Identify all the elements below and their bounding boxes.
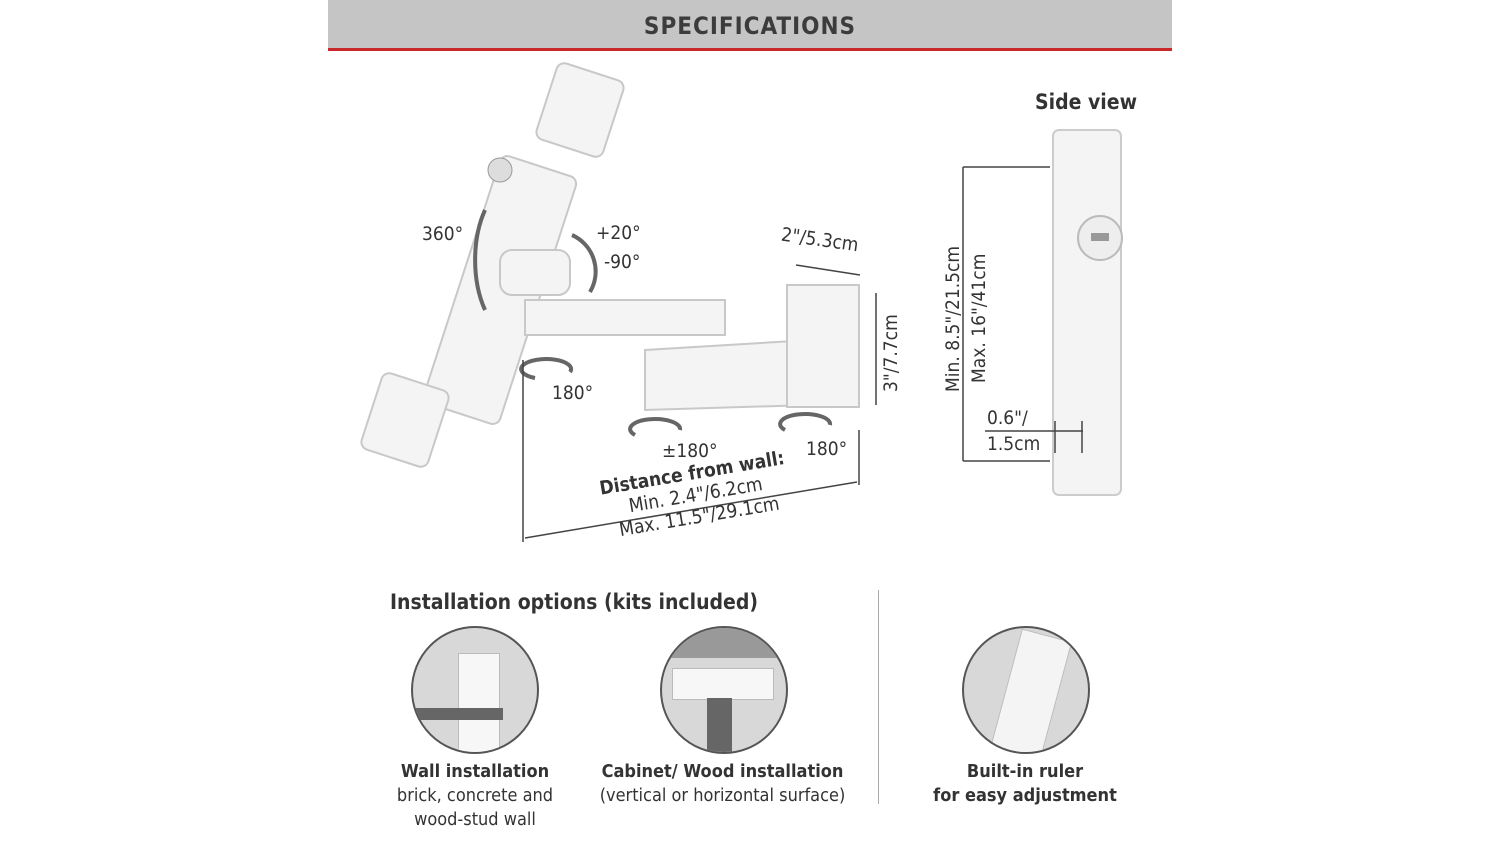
side-depth-line1: 0.6"/: [987, 407, 1028, 429]
upper-arm: [524, 299, 726, 336]
wall-installation-image: [411, 626, 539, 754]
swivel-arrow-icon: [519, 357, 574, 380]
side-view-illustration: [962, 129, 1123, 496]
lock-icon: [487, 157, 513, 183]
divider: [878, 590, 879, 804]
feature-line2: for easy adjustment: [933, 785, 1117, 806]
tilt-up-label: +20°: [596, 222, 641, 244]
option-title: Cabinet/ Wood installation: [601, 761, 844, 782]
swivel-left-label: 180°: [552, 382, 594, 404]
swivel-right-label: 180°: [806, 438, 848, 460]
mount-illustration: [360, 62, 877, 542]
swivel-middle-label: ±180°: [662, 440, 718, 462]
distance-dimension-line: [524, 481, 858, 539]
swivel-arrow-icon: [778, 412, 833, 432]
side-range-max: Max. 16"/41cm: [968, 253, 990, 383]
swivel-arrow-icon: [628, 417, 683, 437]
wall-plate: [786, 284, 860, 408]
wall-installation-caption: Wall installation brick, concrete and wo…: [375, 760, 575, 832]
option-line1: brick, concrete and: [396, 785, 554, 806]
side-range-min: Min. 8.5"/21.5cm: [942, 245, 964, 392]
option-title: Wall installation: [400, 761, 550, 782]
installation-title: Installation options (kits included): [390, 590, 759, 614]
tilt-down-label: -90°: [604, 251, 641, 273]
cabinet-installation-image: [660, 626, 788, 754]
tilt-arrow-icon: [571, 233, 598, 294]
cabinet-installation-caption: Cabinet/ Wood installation (vertical or …: [580, 760, 865, 808]
lower-arm: [644, 338, 811, 412]
ruler-caption: Built-in ruler for easy adjustment: [915, 760, 1135, 808]
side-depth-line2: 1.5cm: [987, 433, 1041, 455]
tilt-joint: [499, 249, 571, 296]
bottom-clamp: [360, 372, 450, 468]
rotate-arrow-icon: [473, 209, 487, 311]
plate-height-label: 3"/7.7cm: [880, 314, 902, 392]
specifications-header: SPECIFICATIONS: [328, 0, 1172, 51]
option-line2: wood-stud wall: [414, 809, 536, 830]
side-view-title: Side view: [1035, 90, 1138, 114]
ruler-image: [962, 626, 1090, 754]
rotation-label: 360°: [422, 223, 464, 245]
header-title: SPECIFICATIONS: [643, 12, 857, 40]
option-line1: (vertical or horizontal surface): [599, 785, 846, 806]
feature-line1: Built-in ruler: [966, 761, 1084, 782]
top-clamp: [535, 62, 625, 158]
